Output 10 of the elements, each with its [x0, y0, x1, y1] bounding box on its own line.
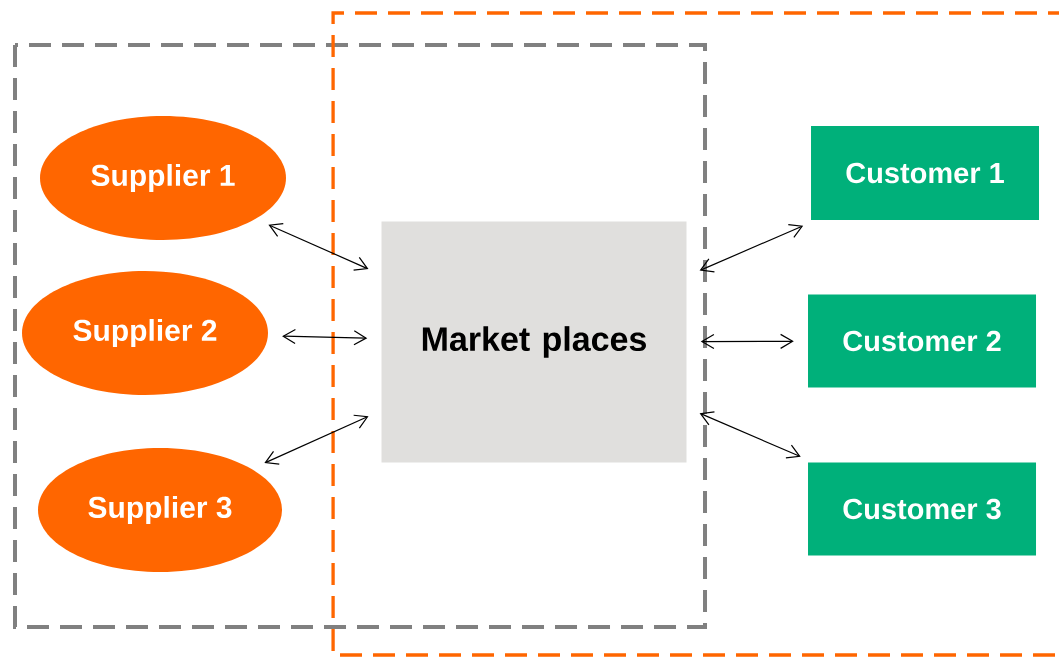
double-arrow [700, 333, 794, 350]
customer-box: Customer 3 [808, 462, 1036, 556]
double-arrow [268, 223, 369, 271]
double-arrow [699, 223, 804, 273]
double-arrow [282, 328, 368, 346]
customer-box: Customer 2 [808, 294, 1036, 388]
double-arrow [699, 411, 801, 459]
double-arrow [264, 414, 369, 465]
customer-box: Customer 1 [811, 126, 1039, 220]
marketplace-box: Market places [381, 221, 687, 463]
